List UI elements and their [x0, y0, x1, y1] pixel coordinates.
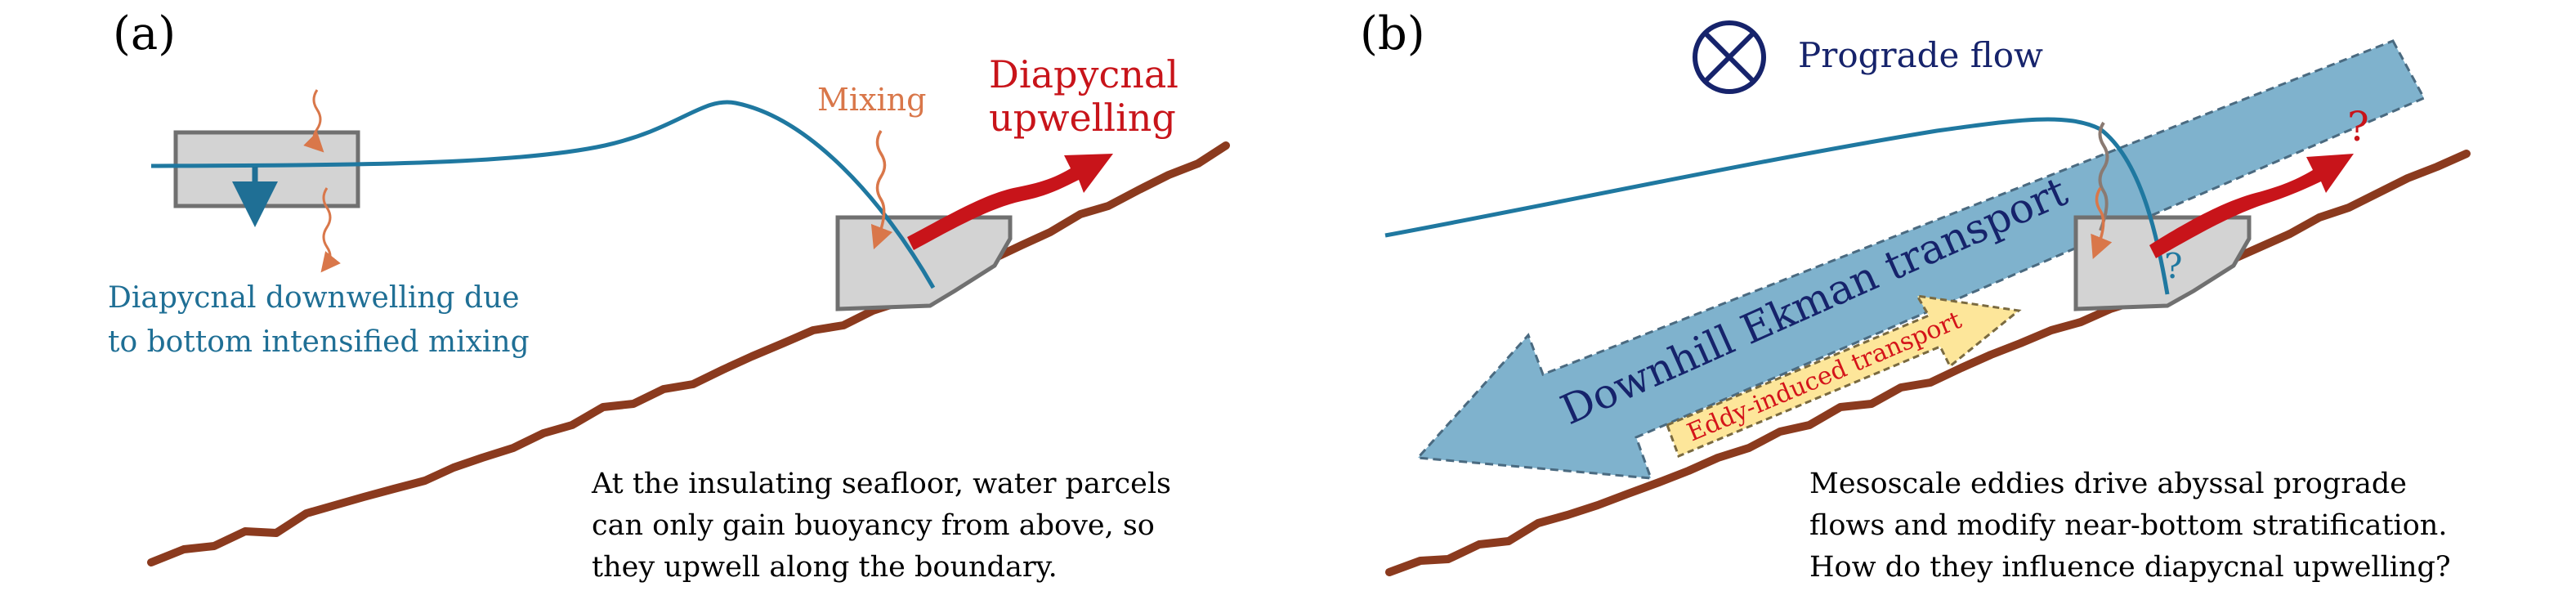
- wavy-arrow-icon: [2091, 187, 2113, 259]
- seafloor-b: [1385, 150, 2471, 576]
- caption-a-line2: can only gain buoyancy from above, so: [592, 509, 1155, 542]
- caption-b-line1: Mesoscale eddies drive abyssal prograde: [1809, 468, 2407, 500]
- circled-x-icon: [1693, 20, 1766, 94]
- seafloor-a: [147, 141, 1230, 566]
- upwelling-label-line1: Diapycnal: [989, 52, 1178, 96]
- question-red: ?: [2347, 103, 2369, 150]
- wavy-arrow-icon: [2098, 121, 2109, 231]
- caption-b-line2: flows and modify near-bottom stratificat…: [1809, 509, 2447, 542]
- downwelling-text-line2: to bottom intensified mixing: [108, 325, 530, 359]
- caption-a-line1: At the insulating seafloor, water parcel…: [591, 468, 1171, 500]
- mixing-box-left: [173, 130, 360, 208]
- question-blue: ?: [2164, 246, 2183, 286]
- upwelling-arrow-a: [907, 154, 1113, 250]
- upwelling-arrow-b: [2149, 154, 2354, 258]
- panel-b-label: (b): [1360, 7, 1425, 60]
- eddy-transport-arrow: [1666, 294, 2022, 458]
- panel-a-label: (a): [113, 7, 176, 60]
- caption-b-line3: How do they influence diapycnal upwellin…: [1809, 551, 2451, 584]
- ekman-transport-arrow: [1415, 39, 2426, 480]
- wavy-arrow-icon: [320, 187, 341, 273]
- wavy-arrow-icon: [303, 89, 324, 153]
- upwelling-label-line2: upwelling: [989, 96, 1176, 140]
- prograde-label: Prograde flow: [1798, 35, 2043, 75]
- downwelling-text-line1: Diapycnal downwelling due: [108, 281, 520, 315]
- panel-b: (b) Prograde flow Downhill Ekman transpo…: [1360, 7, 2471, 584]
- caption-a-line3: they upwell along the boundary.: [592, 551, 1058, 584]
- isopycnal-b: [1384, 117, 2170, 295]
- panel-a: (a) Mixing Diapycnal upwelling Diapycnal…: [108, 7, 1230, 584]
- mixing-label: Mixing: [817, 82, 926, 118]
- wavy-arrow-icon: [870, 130, 893, 250]
- isopycnal-a: [150, 100, 936, 289]
